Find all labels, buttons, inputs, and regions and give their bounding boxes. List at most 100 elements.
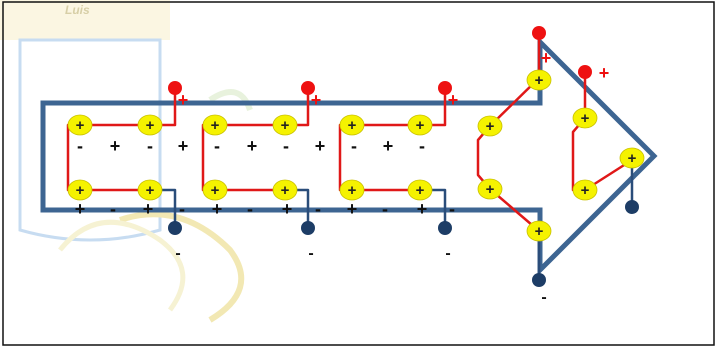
cell-symbol: + <box>76 182 85 199</box>
group-4-cell-mid-bottom: + <box>477 178 503 200</box>
cell-symbol: + <box>348 182 357 199</box>
bottom-row-sign-10: - <box>382 199 388 219</box>
top-row-sign-1: - <box>77 136 83 156</box>
bottom-row-sign-12: - <box>449 199 455 219</box>
group-4-positive-terminal <box>532 26 546 40</box>
cell-body <box>272 114 298 136</box>
group-3-cell-top-right: + <box>407 114 433 136</box>
cell-body <box>67 179 93 201</box>
cell-body <box>137 179 163 201</box>
bottom-row-sign-7: + <box>282 199 293 219</box>
group-5-positive-terminal <box>578 65 592 79</box>
cell-symbol: + <box>486 118 495 135</box>
bottom-row-sign-6: - <box>247 199 253 219</box>
cell-symbol: + <box>581 182 590 199</box>
bottom-row-sign-8: - <box>315 199 321 219</box>
group-3-plus-label: + <box>448 90 459 110</box>
top-row-sign-10: + <box>383 136 394 156</box>
group-1-negative-terminal <box>168 221 182 235</box>
group-2-plus-label: + <box>311 90 322 110</box>
arrow-outline <box>40 35 658 277</box>
bottom-row-sign-9: + <box>347 199 358 219</box>
group-3-positive-terminal <box>438 81 452 95</box>
group-2-cell-bottom-left: + <box>202 179 228 201</box>
bottom-row-sign-11: + <box>417 199 428 219</box>
group-3-negative-terminal <box>438 221 452 235</box>
cell-body <box>339 179 365 201</box>
cell-body <box>572 179 598 201</box>
cell-body <box>526 220 552 242</box>
group-4-plus-label: + <box>541 48 552 68</box>
top-row-sign-3: - <box>147 136 153 156</box>
group-4-minus-label: - <box>541 289 546 306</box>
group-1-cell-bottom-right: + <box>137 179 163 201</box>
group-1-minus-label: - <box>175 245 180 262</box>
group-2-positive-terminal <box>301 81 315 95</box>
group-2-negative-terminal <box>301 221 315 235</box>
group-3-cell-bottom-right: + <box>407 179 433 201</box>
group-1-positive-terminal <box>168 81 182 95</box>
group-2-cell-top-left: + <box>202 114 228 136</box>
group-1-cell-top-left: + <box>67 114 93 136</box>
cell-body <box>619 147 645 169</box>
cell-symbol: + <box>486 181 495 198</box>
cell-symbol: + <box>281 182 290 199</box>
top-row-sign-8: + <box>315 136 326 156</box>
cell-body <box>202 114 228 136</box>
group-1-cell-top-right: + <box>137 114 163 136</box>
group-2-minus-label: - <box>308 245 313 262</box>
cell-body <box>339 114 365 136</box>
cell-body <box>526 69 552 91</box>
cell-symbol: + <box>581 110 590 127</box>
cell-body <box>477 178 503 200</box>
group-5-wire <box>571 72 633 192</box>
cell-symbol: + <box>535 72 544 89</box>
group-3-cell-bottom-left: + <box>339 179 365 201</box>
cell-symbol: + <box>535 223 544 240</box>
cell-body <box>67 114 93 136</box>
group-4-cell-mid-top: + <box>477 115 503 137</box>
group-5-cell-right: + <box>619 147 645 169</box>
top-row-sign-2: + <box>110 136 121 156</box>
cell-symbol: + <box>146 182 155 199</box>
cell-symbol: + <box>628 150 637 167</box>
top-row-sign-6: + <box>247 136 258 156</box>
bottom-row-sign-2: - <box>110 199 116 219</box>
cell-symbol: + <box>76 117 85 134</box>
group-2-cell-top-right: + <box>272 114 298 136</box>
group-5-cell-bottom: + <box>572 179 598 201</box>
background-watermark: Luis <box>0 0 253 323</box>
group-1-cell-bottom-left: + <box>67 179 93 201</box>
group-2-cell-bottom-right: + <box>272 179 298 201</box>
bottom-row-sign-3: + <box>143 199 154 219</box>
cell-symbol: + <box>281 117 290 134</box>
group-4-cell-bottom: + <box>526 220 552 242</box>
cell-body <box>202 179 228 201</box>
cell-body <box>407 179 433 201</box>
cell-symbol: + <box>348 117 357 134</box>
group-1-plus-label: + <box>178 90 189 110</box>
top-row-sign-9: - <box>351 136 357 156</box>
group-4-negative-terminal <box>532 273 546 287</box>
top-row-sign-4: + <box>178 136 189 156</box>
cell-body <box>477 115 503 137</box>
top-row-sign-5: - <box>214 136 220 156</box>
group-3-cell-top-left: + <box>339 114 365 136</box>
group-4-cell-top: + <box>526 69 552 91</box>
top-row-sign-7: - <box>283 136 289 156</box>
cell-body <box>407 114 433 136</box>
cell-symbol: + <box>211 117 220 134</box>
group-5-plus-label: + <box>599 63 610 83</box>
group-5-negative-terminal <box>625 200 639 214</box>
cell-body <box>572 107 598 129</box>
cell-symbol: + <box>211 182 220 199</box>
cell-body <box>272 179 298 201</box>
cell-body <box>137 114 163 136</box>
bottom-row-sign-4: - <box>179 199 185 219</box>
bottom-row-sign-1: + <box>75 199 86 219</box>
watermark-text: Luis <box>65 3 90 17</box>
cell-symbol: + <box>146 117 155 134</box>
group-5-cell-top: + <box>572 107 598 129</box>
group-3-minus-label: - <box>445 245 450 262</box>
